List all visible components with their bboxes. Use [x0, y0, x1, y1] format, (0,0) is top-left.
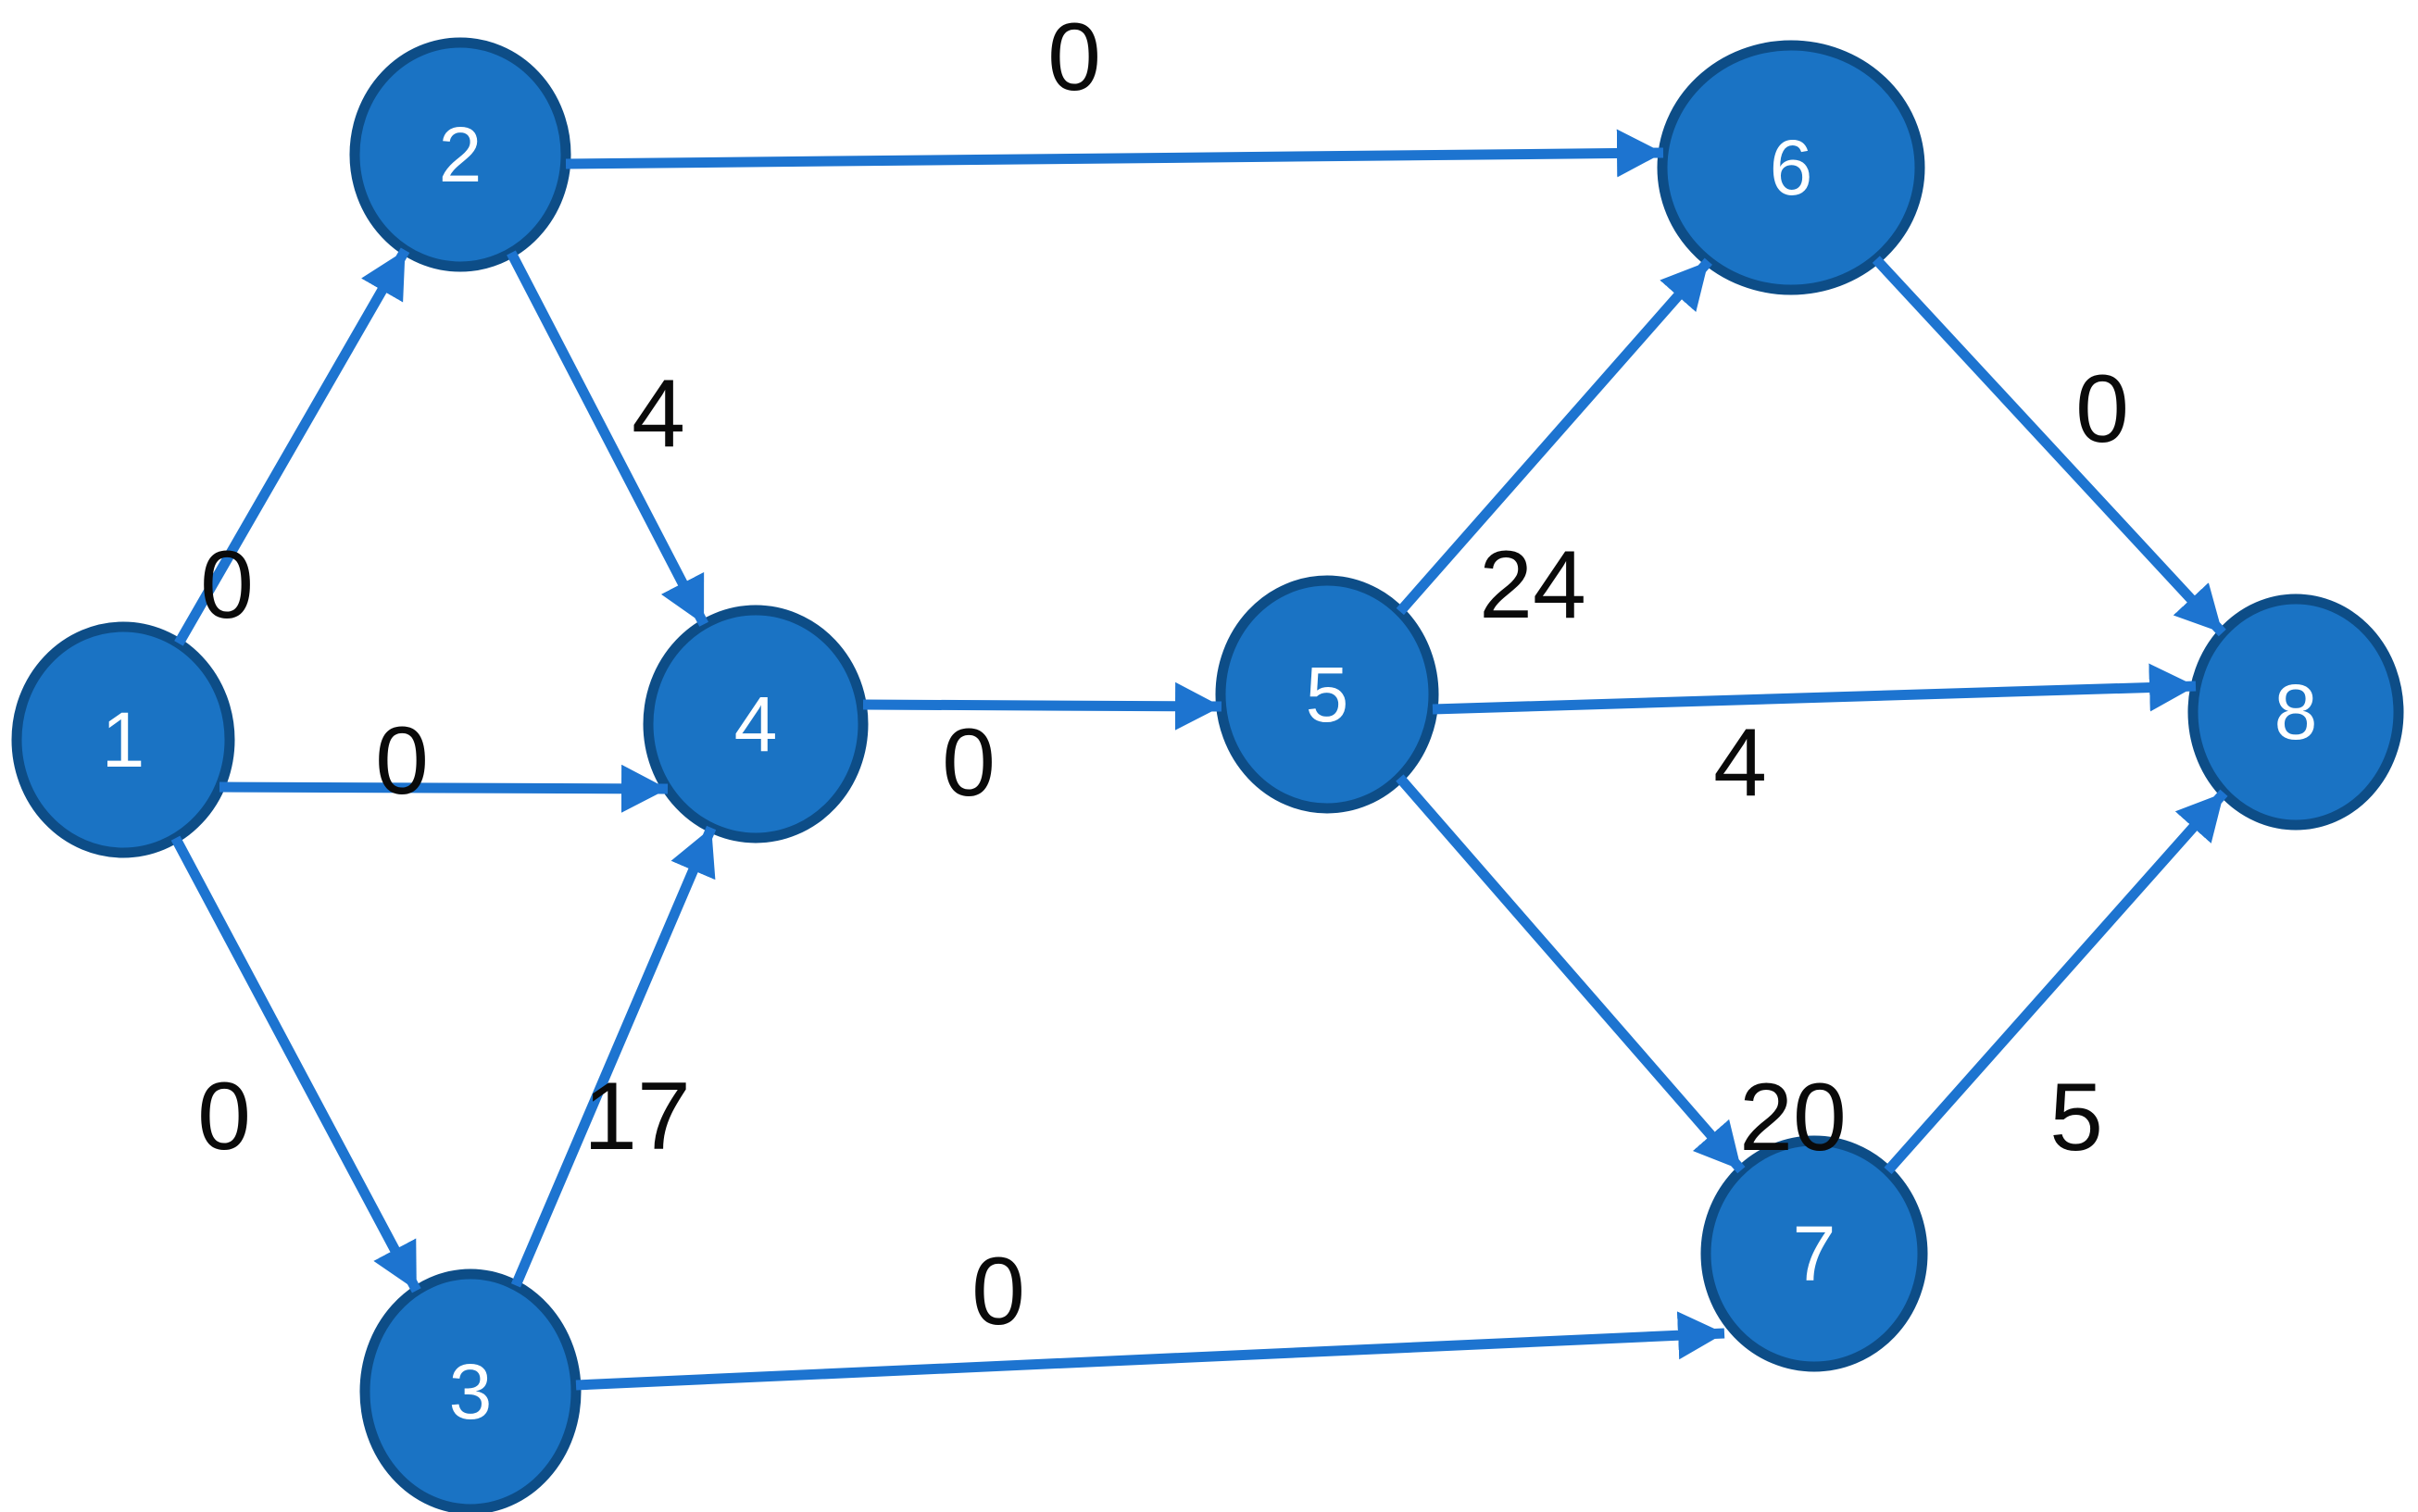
graph-node-8: 8 [2187, 594, 2404, 831]
edge-7-to-8 [1884, 789, 2228, 1175]
edge-4-to-5 [862, 681, 1222, 731]
edge-weight-2-6: 0 [1047, 4, 1101, 111]
graph-node-3: 3 [359, 1268, 582, 1512]
node-label-2: 2 [439, 111, 482, 198]
edge-weight-1-2: 0 [200, 531, 254, 639]
node-label-8: 8 [2274, 669, 2318, 756]
node-circle-1 [11, 621, 235, 858]
node-label-4: 4 [734, 681, 778, 768]
edge-2-to-6 [565, 129, 1664, 178]
edge-3-to-7 [575, 1311, 1725, 1391]
edge-weight-5-8: 4 [1713, 709, 1767, 817]
node-circle-4 [643, 605, 869, 843]
edge-weight-4-5: 0 [942, 709, 996, 817]
edge-weight-1-4: 0 [375, 707, 429, 815]
edge-5-to-7 [1396, 774, 1746, 1174]
node-label-7: 7 [1793, 1210, 1836, 1297]
edge-6-to-8 [1872, 256, 2226, 637]
node-label-5: 5 [1306, 651, 1349, 738]
edge-1-to-3 [170, 835, 421, 1293]
graph-node-1: 1 [11, 621, 235, 858]
node-label-3: 3 [449, 1348, 493, 1435]
edge-5-to-8 [1432, 663, 2197, 715]
edge-weight-3-4: 17 [583, 1063, 691, 1170]
node-circle-7 [1700, 1135, 1928, 1372]
node-circle-8 [2187, 594, 2404, 831]
edges-layer [170, 129, 2228, 1391]
edge-1-to-4 [219, 764, 669, 813]
edge-1-to-2 [174, 247, 410, 646]
node-circle-3 [359, 1268, 582, 1512]
edge-weight-6-8: 0 [2075, 356, 2129, 463]
graph-node-7: 7 [1700, 1135, 1928, 1372]
edge-5-to-6 [1396, 257, 1712, 616]
edge-weight-5-7: 20 [1739, 1064, 1847, 1171]
edge-weight-2-4: 4 [632, 360, 685, 468]
edge-weight-5-6: 24 [1479, 531, 1586, 639]
edge-2-to-4 [507, 250, 708, 627]
node-circle-2 [349, 37, 571, 272]
graph-node-4: 4 [643, 605, 869, 843]
nodes-layer: 1 2 3 4 5 6 7 8 [11, 37, 2404, 1512]
edge-3-to-4 [510, 825, 717, 1288]
edge-weight-3-7: 0 [971, 1238, 1025, 1345]
edge-weight-1-3: 0 [197, 1063, 251, 1170]
node-label-6: 6 [1770, 124, 1813, 211]
edge-weight-7-8: 5 [2049, 1064, 2103, 1171]
node-label-1: 1 [102, 696, 145, 783]
graph-node-5: 5 [1215, 575, 1439, 814]
graph-node-2: 2 [349, 37, 571, 272]
graph-node-6: 6 [1657, 40, 1925, 295]
